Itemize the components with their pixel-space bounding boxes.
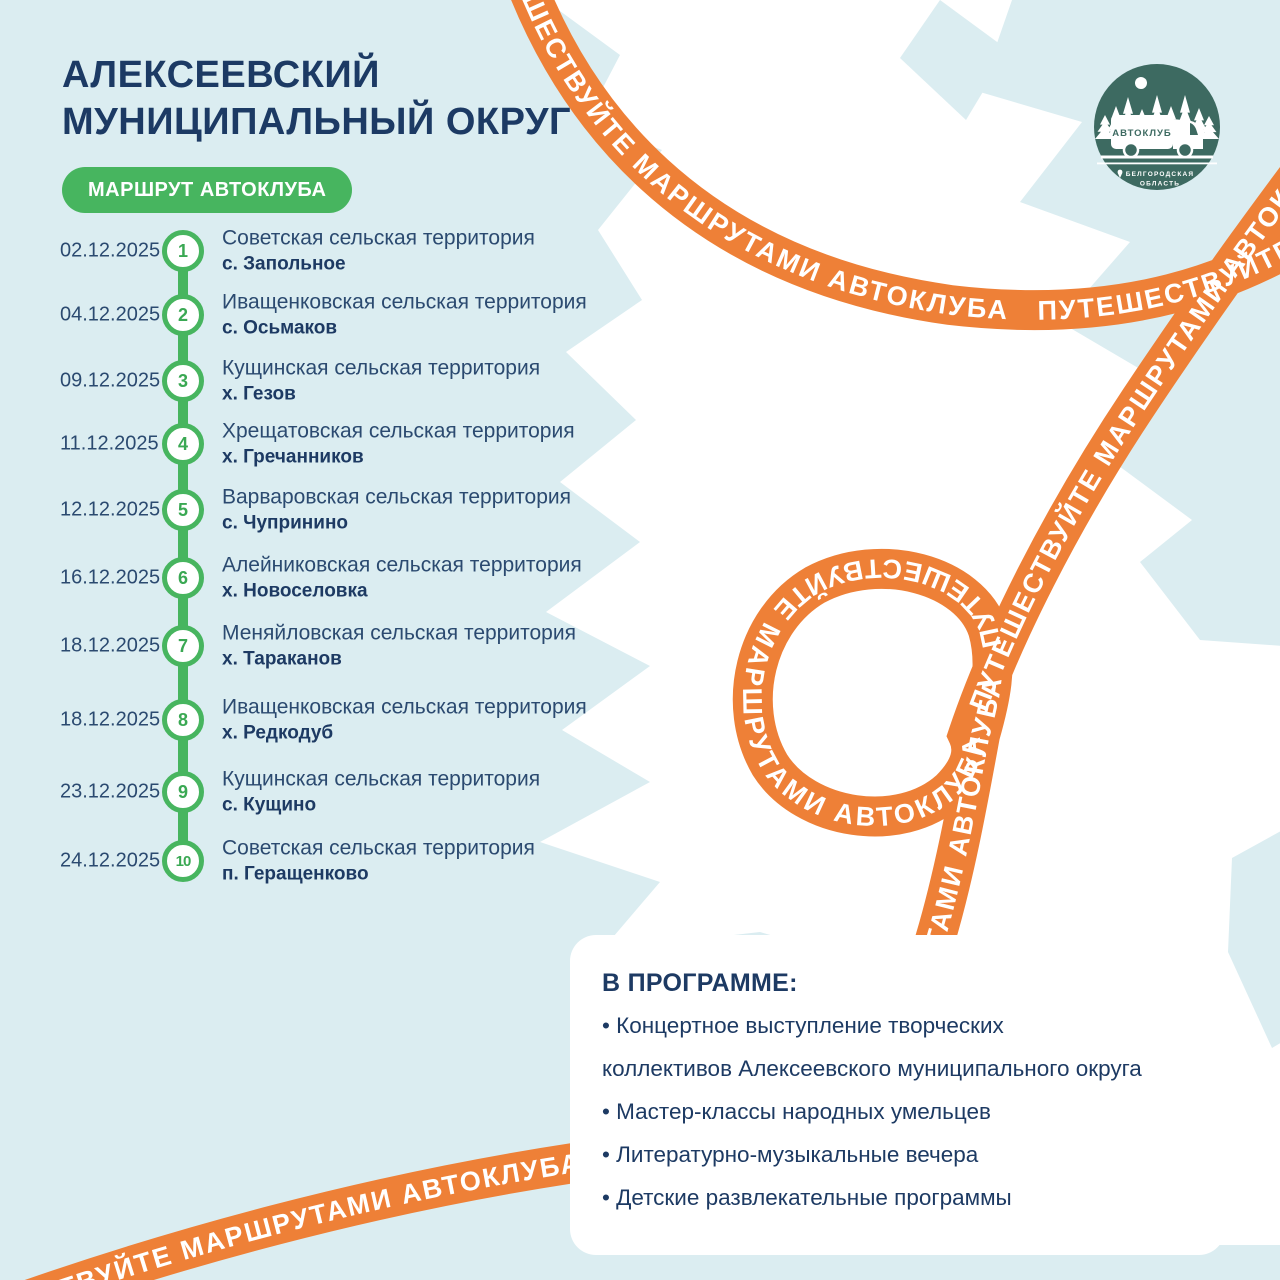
stop-description: Иващенковская сельская территория с. Осьм… xyxy=(222,290,587,341)
stop-territory: Алейниковская сельская территория xyxy=(222,553,582,577)
stop-territory: Советская сельская территория xyxy=(222,226,535,250)
stop-place: х. Гречанников xyxy=(222,446,364,468)
logo-region-line2: ОБЛАСТЬ xyxy=(1140,181,1180,188)
stop-number-marker: 2 xyxy=(162,294,204,336)
stop-place: х. Гезов xyxy=(222,383,296,405)
stop-place: х. Тараканов xyxy=(222,648,342,670)
stop-description: Хрещатовская сельская территория х. Греча… xyxy=(222,419,575,470)
stop-description: Кущинская сельская территория с. Кущино xyxy=(222,767,540,818)
program-list: • Концертное выступление творческих колл… xyxy=(602,1004,1205,1219)
stop-date: 16.12.2025 xyxy=(60,566,161,589)
van-icon: АВТОКЛУБ xyxy=(1111,115,1203,159)
stop-number-marker: 3 xyxy=(162,360,204,402)
stop-description: Советская сельская территория п. Геращенк… xyxy=(222,836,535,887)
stop-place: с. Запольное xyxy=(222,253,346,275)
program-heading: В ПРОГРАММЕ: xyxy=(602,969,798,997)
program-item: • Мастер-классы народных умельцев xyxy=(602,1099,992,1124)
stop-date: 24.12.2025 xyxy=(60,849,161,872)
logo-ground-line-2 xyxy=(1097,162,1217,165)
location-pin-icon xyxy=(1117,169,1123,178)
stop-place: с. Кущино xyxy=(222,794,317,816)
stop-description: Меняйловская сельская территория х. Тарак… xyxy=(222,621,576,672)
stop-description: Варваровская сельская территория с. Чупри… xyxy=(222,485,571,536)
stop-place: с. Осьмаков xyxy=(222,317,338,339)
stop-number-marker: 10 xyxy=(162,840,204,882)
stop-description: Алейниковская сельская территория х. Ново… xyxy=(222,553,582,604)
map-notch-right xyxy=(1228,831,1280,1048)
stop-date: 12.12.2025 xyxy=(60,498,161,521)
program-item: • Детские развлекательные программы xyxy=(602,1185,1012,1210)
stop-description: Кущинская сельская территория х. Гезов xyxy=(222,356,540,407)
stop-number-marker: 4 xyxy=(162,423,204,465)
map-notch-top xyxy=(900,0,1008,120)
stop-number-marker: 8 xyxy=(162,699,204,741)
district-map-silhouette xyxy=(540,0,1280,1245)
stop-date: 04.12.2025 xyxy=(60,303,161,326)
stop-date: 11.12.2025 xyxy=(60,432,159,455)
stop-territory: Иващенковская сельская территория xyxy=(222,695,587,719)
stop-place: х. Редкодуб xyxy=(222,722,334,744)
stop-place: х. Новоселовка xyxy=(222,580,368,602)
stop-territory: Кущинская сельская территория xyxy=(222,356,541,380)
stop-date: 23.12.2025 xyxy=(60,780,161,803)
stop-date: 18.12.2025 xyxy=(60,634,161,657)
stop-date: 18.12.2025 xyxy=(60,708,161,731)
stop-number-marker: 9 xyxy=(162,771,204,813)
stop-description: Советская сельская территория с. Запольно… xyxy=(222,226,535,277)
program-item: • Литературно-музыкальные вечера xyxy=(602,1142,979,1167)
stop-description: Иващенковская сельская территория х. Редк… xyxy=(222,695,587,746)
moon-icon xyxy=(1135,77,1147,89)
stop-date: 02.12.2025 xyxy=(60,239,161,262)
stop-territory: Кущинская сельская территория xyxy=(222,767,541,791)
logo-van-label: АВТОКЛУБ xyxy=(1112,128,1172,139)
stop-territory: Советская сельская территория xyxy=(222,836,535,860)
stop-place: с. Чупринино xyxy=(222,512,349,534)
route-badge: МАРШРУТ АВТОКЛУБА xyxy=(62,167,353,213)
program-item: • Концертное выступление творческих колл… xyxy=(602,1013,1142,1081)
stop-territory: Варваровская сельская территория xyxy=(222,485,571,509)
timeline-line xyxy=(178,251,188,862)
stop-number-marker: 7 xyxy=(162,625,204,667)
stop-territory: Иващенковская сельская территория xyxy=(222,290,587,314)
stop-number-marker: 6 xyxy=(162,557,204,599)
logo-ground-line xyxy=(1101,155,1213,159)
stop-number-marker: 5 xyxy=(162,489,204,531)
stop-territory: Меняйловская сельская территория xyxy=(222,621,576,645)
program-card: В ПРОГРАММЕ: • Концертное выступление тв… xyxy=(570,935,1225,1255)
stop-date: 09.12.2025 xyxy=(60,369,161,392)
stop-territory: Хрещатовская сельская территория xyxy=(222,419,575,443)
stop-place: п. Геращенково xyxy=(222,863,369,885)
autoclub-logo: АВТОКЛУБ БЕЛГОРОДСКАЯ ОБЛАСТЬ xyxy=(1094,64,1220,190)
stop-number-marker: 1 xyxy=(162,230,204,272)
logo-region-line1: БЕЛГОРОДСКАЯ xyxy=(1126,171,1195,178)
